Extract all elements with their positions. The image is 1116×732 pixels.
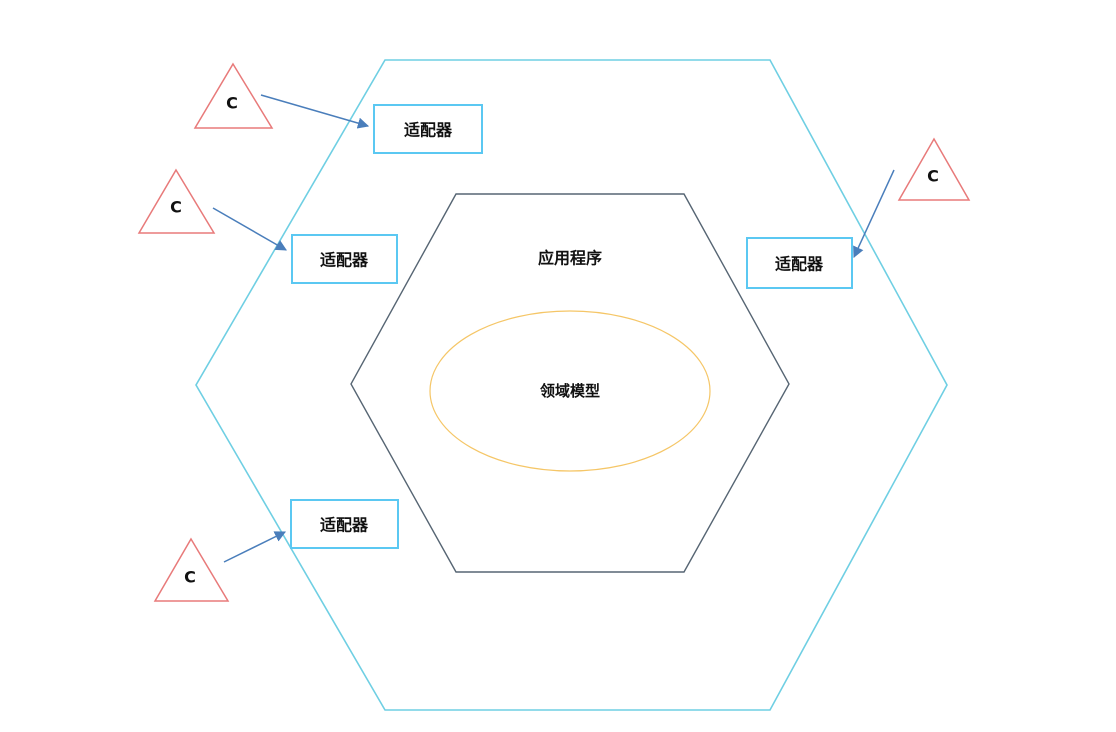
client-triangle: [897, 137, 971, 201]
connector-arrow-left-middle: [212, 207, 287, 251]
adapter-box: [746, 237, 853, 289]
adapter-node-left-middle: 适配器: [291, 234, 398, 284]
client-node-top-left: C: [193, 62, 274, 129]
client-node-right: C: [897, 137, 971, 201]
domain-model-ellipse: [429, 310, 711, 472]
connector-arrow-top-left: [260, 94, 370, 129]
adapter-label: 适配器: [320, 251, 369, 270]
adapter-node-right: 适配器: [746, 237, 853, 289]
adapter-node-bottom-left: 适配器: [290, 499, 399, 549]
client-node-bottom-left: C: [153, 537, 230, 602]
connector-arrow-bottom-left: [223, 531, 287, 563]
adapter-label: 适配器: [775, 255, 824, 274]
adapter-node-top-left: 适配器: [373, 104, 483, 154]
client-node-left-middle: C: [137, 168, 216, 234]
client-label: C: [170, 198, 182, 217]
adapter-box: [291, 234, 398, 284]
client-triangle: [193, 62, 274, 129]
adapter-box: [290, 499, 399, 549]
client-triangle: [137, 168, 216, 234]
connector-arrow-right: [853, 169, 895, 259]
adapter-label: 适配器: [320, 516, 369, 535]
domain-model-label: 领域模型: [539, 382, 600, 400]
client-label: C: [184, 568, 196, 587]
client-label: C: [226, 94, 238, 113]
adapter-box: [373, 104, 483, 154]
adapter-label: 适配器: [404, 121, 453, 140]
client-label: C: [927, 167, 939, 186]
application-label: 应用程序: [538, 249, 602, 268]
client-triangle: [153, 537, 230, 602]
